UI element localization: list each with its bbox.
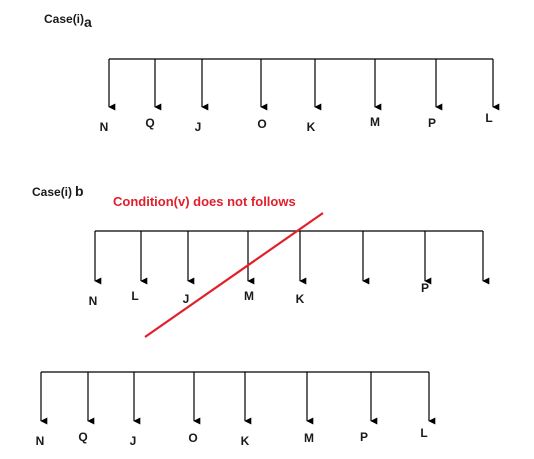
case-a-title: Case(i)a bbox=[44, 12, 92, 30]
strike-through-line bbox=[144, 212, 324, 338]
case-b-arrows bbox=[94, 231, 490, 285]
case-b-diagram: Case(i)b Condition(v) does not follows N… bbox=[32, 183, 490, 338]
person-label: L bbox=[420, 426, 427, 440]
person-label: O bbox=[257, 117, 266, 131]
person-label: J bbox=[130, 434, 137, 448]
person-label: P bbox=[428, 116, 436, 130]
person-label: K bbox=[307, 120, 316, 134]
person-label: O bbox=[188, 431, 197, 445]
case-a-diagram: Case(i)a N Q J O K M P L bbox=[44, 12, 500, 134]
case-b-title: Case(i)b bbox=[32, 183, 84, 199]
case-a-arrows bbox=[108, 59, 500, 111]
person-label: K bbox=[241, 434, 250, 448]
person-label: M bbox=[304, 431, 314, 445]
condition-note: Condition(v) does not follows bbox=[113, 194, 296, 209]
person-label: L bbox=[131, 289, 138, 303]
person-label: J bbox=[183, 292, 190, 306]
person-label: K bbox=[296, 292, 305, 306]
person-label: P bbox=[421, 281, 429, 295]
person-label: M bbox=[244, 289, 254, 303]
person-label: L bbox=[485, 111, 492, 125]
person-label: N bbox=[36, 434, 45, 448]
person-label: P bbox=[360, 430, 368, 444]
person-label: N bbox=[89, 294, 98, 308]
case-c-arrows bbox=[40, 372, 436, 425]
person-label: Q bbox=[78, 430, 87, 444]
person-label: J bbox=[195, 120, 202, 134]
person-label: M bbox=[370, 115, 380, 129]
person-label: N bbox=[100, 120, 109, 134]
person-label: Q bbox=[145, 116, 154, 130]
